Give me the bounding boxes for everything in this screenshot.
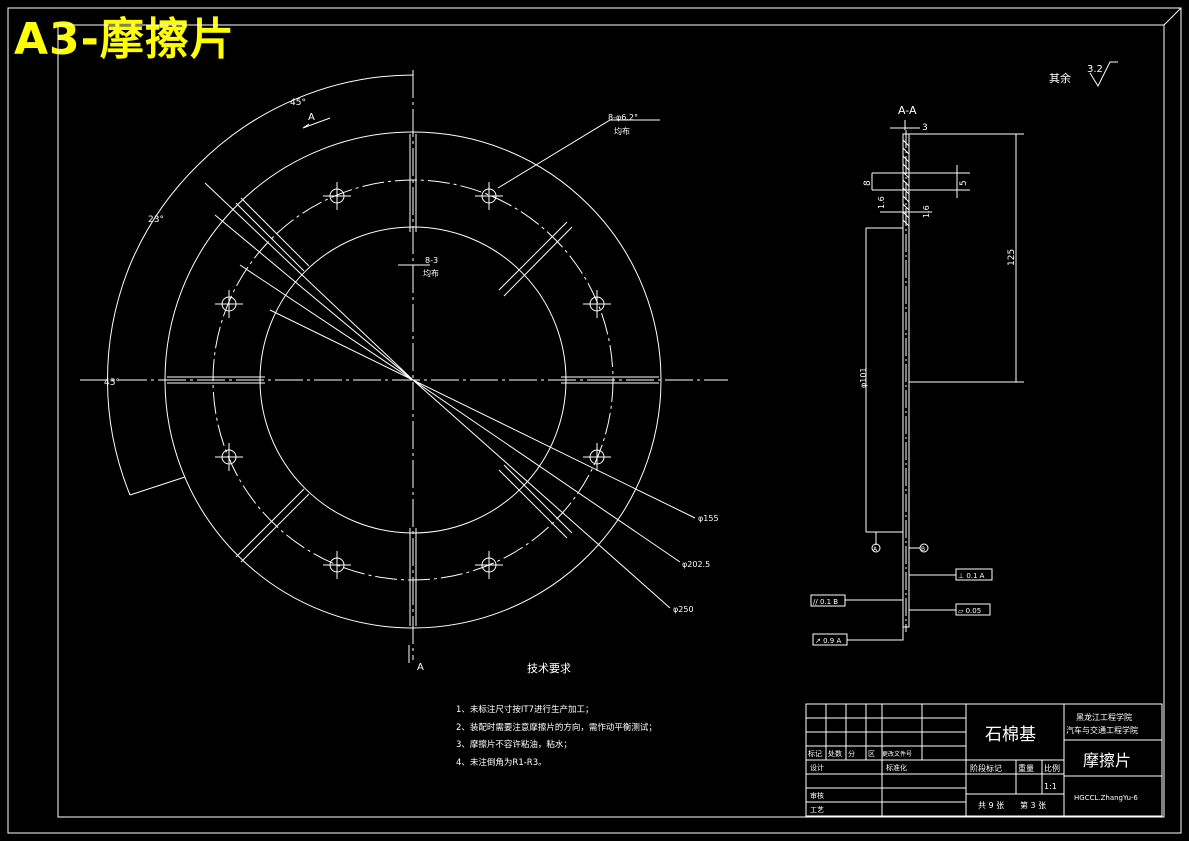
section-arrow-top bbox=[302, 117, 331, 129]
outer-circle bbox=[164, 131, 662, 629]
section-mark-top: A bbox=[308, 112, 315, 123]
hole-crosshairs bbox=[215, 182, 611, 579]
bolt-holes bbox=[215, 182, 611, 579]
dia-202: φ202.5 bbox=[682, 560, 710, 569]
slot-dims bbox=[871, 165, 970, 198]
row-label: 区 bbox=[868, 750, 875, 758]
row-label: 标记 bbox=[808, 749, 822, 758]
dim-5: 5 bbox=[959, 180, 969, 186]
dim-1-6a: 1.6 bbox=[877, 196, 886, 209]
review-label: 审核 bbox=[810, 791, 824, 800]
scale-value: 1:1 bbox=[1044, 782, 1057, 791]
tol-2-frame bbox=[810, 594, 846, 607]
radial-slot bbox=[167, 376, 265, 384]
dim-1-6b: 1.6 bbox=[922, 205, 931, 218]
tol-4-frame bbox=[812, 633, 848, 646]
requirements-heading: 技术要求 bbox=[527, 662, 571, 675]
title-grid-cols bbox=[825, 704, 967, 816]
front-view: 45° 23° 45° A A 8-φ6.2° 均布 8-3 均布 φ155 φ… bbox=[80, 70, 728, 673]
section-view: A-A 3 8 5 1.6 1.6 125 φ101 A bbox=[810, 104, 1024, 646]
dia-155: φ155 bbox=[698, 514, 719, 523]
roughness-value: 3.2 bbox=[1087, 64, 1103, 75]
hole-callout-1: 8-φ6.2° bbox=[608, 113, 638, 122]
sheet-number: 第 3 张 bbox=[1020, 800, 1046, 810]
scale-label: 比例 bbox=[1044, 763, 1060, 773]
datum-a: A bbox=[873, 546, 878, 553]
arc-extensions bbox=[129, 70, 414, 496]
tol-4: ↗ 0.9 A bbox=[815, 637, 841, 645]
datum-a-circle bbox=[871, 543, 881, 553]
tol-3: ▱ 0.05 bbox=[958, 607, 981, 615]
angle-arc-left bbox=[107, 264, 131, 496]
dim-8: 8 bbox=[863, 180, 873, 186]
inner-border bbox=[57, 24, 1165, 818]
title-block: 石棉基 黑龙江工程学院 汽车与交通工程学院 摩擦片 标记 处数 分 区 更改文件… bbox=[805, 703, 1163, 817]
corner-mark bbox=[1163, 7, 1182, 26]
technical-requirements: 技术要求 1、未标注尺寸按IT7进行生产加工； 2、装配时需要注意摩擦片的方向，… bbox=[456, 662, 657, 768]
dim-101: φ101 bbox=[859, 367, 868, 388]
radial-slot bbox=[409, 528, 417, 626]
hole-callout-leader bbox=[497, 119, 660, 189]
angle-arc-45 bbox=[197, 74, 414, 166]
school-2: 汽车与交通工程学院 bbox=[1066, 725, 1138, 735]
radial-slots bbox=[167, 134, 659, 626]
tol-2: // 0.1 B bbox=[813, 598, 838, 606]
datum-b-circle bbox=[919, 543, 929, 553]
construction-lines-upper bbox=[204, 182, 414, 381]
dia-250: φ250 bbox=[673, 605, 694, 614]
title-grid-rows bbox=[806, 717, 966, 803]
radial-slot bbox=[409, 134, 417, 232]
drawing-number: HGCCL.ZhangYu-6 bbox=[1074, 794, 1138, 802]
requirement-item: 4、未注倒角为R1-R3。 bbox=[456, 757, 547, 768]
leader-lines-lower bbox=[412, 379, 696, 609]
row-label: 分 bbox=[848, 749, 855, 758]
pitch-circle bbox=[212, 179, 614, 581]
slot-callout-1: 8-3 bbox=[425, 256, 438, 265]
roughness-symbol: 其余 3.2 bbox=[1049, 61, 1118, 88]
tol-1-frame bbox=[955, 568, 993, 581]
row-label: 处数 bbox=[828, 749, 842, 758]
requirement-item: 3、摩擦片不容许粘油，粘水； bbox=[456, 739, 572, 750]
angle-label-45-top: 45° bbox=[290, 98, 306, 108]
dim-3: 3 bbox=[922, 123, 928, 133]
row-label: 更改文件号 bbox=[882, 750, 912, 758]
inner-circle bbox=[259, 226, 567, 534]
datum-b: B bbox=[921, 546, 925, 553]
section-mark-bottom: A bbox=[417, 662, 424, 673]
standard-label: 标准化 bbox=[886, 763, 907, 772]
radial-slot bbox=[498, 221, 573, 297]
material: 石棉基 bbox=[985, 725, 1036, 745]
radial-slot bbox=[498, 464, 573, 539]
section-title: A-A bbox=[898, 104, 917, 117]
dim-125: 125 bbox=[1007, 249, 1017, 266]
roughness-prefix: 其余 bbox=[1049, 71, 1071, 85]
angle-label-45-left: 45° bbox=[104, 378, 120, 388]
radial-slot bbox=[235, 488, 310, 563]
dim-125-lines bbox=[909, 133, 1024, 383]
angle-arc-23 bbox=[129, 164, 199, 266]
part-name: 摩擦片 bbox=[1083, 751, 1131, 770]
tol-3-frame bbox=[955, 603, 991, 616]
stage-label: 阶段标记 bbox=[970, 763, 1002, 773]
roughness-check-icon bbox=[1089, 61, 1118, 88]
school-1: 黑龙江工程学院 bbox=[1076, 712, 1132, 722]
radial-slot bbox=[561, 376, 659, 384]
hole-callout-2: 均布 bbox=[614, 126, 630, 136]
radial-slot bbox=[235, 197, 310, 272]
design-label: 设计 bbox=[810, 763, 824, 772]
tol-1: ⊥ 0.1 A bbox=[958, 572, 985, 580]
tol-4-leader bbox=[847, 627, 904, 641]
angle-label-23: 23° bbox=[148, 215, 164, 225]
slot-callout-2: 均布 bbox=[423, 268, 439, 278]
requirement-item: 2、装配时需要注意摩擦片的方向，需作动平衡测试； bbox=[456, 722, 657, 733]
process-label: 工艺 bbox=[810, 806, 824, 814]
outer-border bbox=[7, 7, 1182, 834]
title-grid-middle bbox=[966, 704, 1162, 816]
dim-101-lines bbox=[865, 227, 903, 533]
weight-label: 重量 bbox=[1018, 763, 1034, 773]
sheet-count: 共 9 张 bbox=[978, 801, 1004, 810]
requirement-item: 1、未标注尺寸按IT7进行生产加工； bbox=[456, 704, 594, 715]
